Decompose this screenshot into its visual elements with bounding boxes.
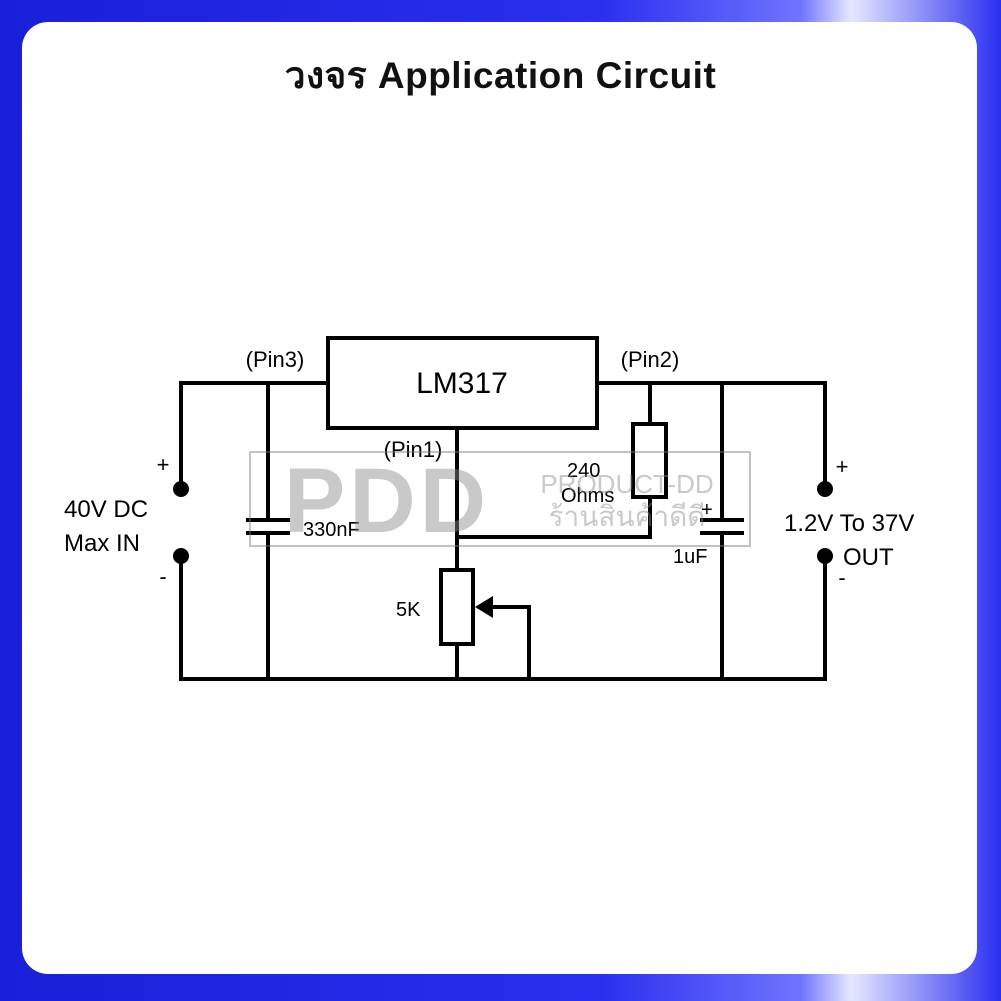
watermark-tagline: ร้านสินค้าดีดี <box>549 500 706 533</box>
watermark-logo: PDD <box>284 450 490 552</box>
lm317-box <box>326 336 599 430</box>
watermark-frame <box>249 451 751 547</box>
pin3-label: (Pin3) <box>246 347 305 372</box>
input-minus-label: - <box>159 564 166 589</box>
output-voltage-label: 1.2V To 37V <box>784 510 914 537</box>
resistor-unit-label: Ohms <box>561 485 614 507</box>
page-title: วงจร Application Circuit <box>284 55 717 96</box>
input-note-label: Max IN <box>64 530 140 557</box>
cout-label: 1uF <box>673 546 707 568</box>
output-minus-label: - <box>838 565 845 590</box>
watermark: PDD PRODUCT-DD ร้านสินค้าดีดี <box>249 450 751 552</box>
output-note-label: OUT <box>843 544 894 571</box>
watermark-brand: PRODUCT-DD <box>540 469 713 499</box>
pin2-label: (Pin2) <box>621 347 680 372</box>
pin1-label: (Pin1) <box>384 437 443 462</box>
input-plus-label: + <box>157 452 170 477</box>
ic-label: LM317 <box>416 367 508 400</box>
wiper-arrow <box>475 596 493 618</box>
pot-label: 5K <box>396 599 421 621</box>
potentiometer-5k <box>439 568 475 646</box>
resistor-value-label: 240 <box>567 460 600 482</box>
input-plus-terminal <box>173 481 189 497</box>
output-minus-terminal <box>817 548 833 564</box>
cout-plus-label: + <box>701 499 713 521</box>
input-minus-terminal <box>173 548 189 564</box>
content-card <box>22 22 977 974</box>
output-plus-terminal <box>817 481 833 497</box>
input-voltage-label: 40V DC <box>64 496 148 523</box>
output-plus-label: + <box>836 454 849 479</box>
cin-label: 330nF <box>303 519 360 541</box>
